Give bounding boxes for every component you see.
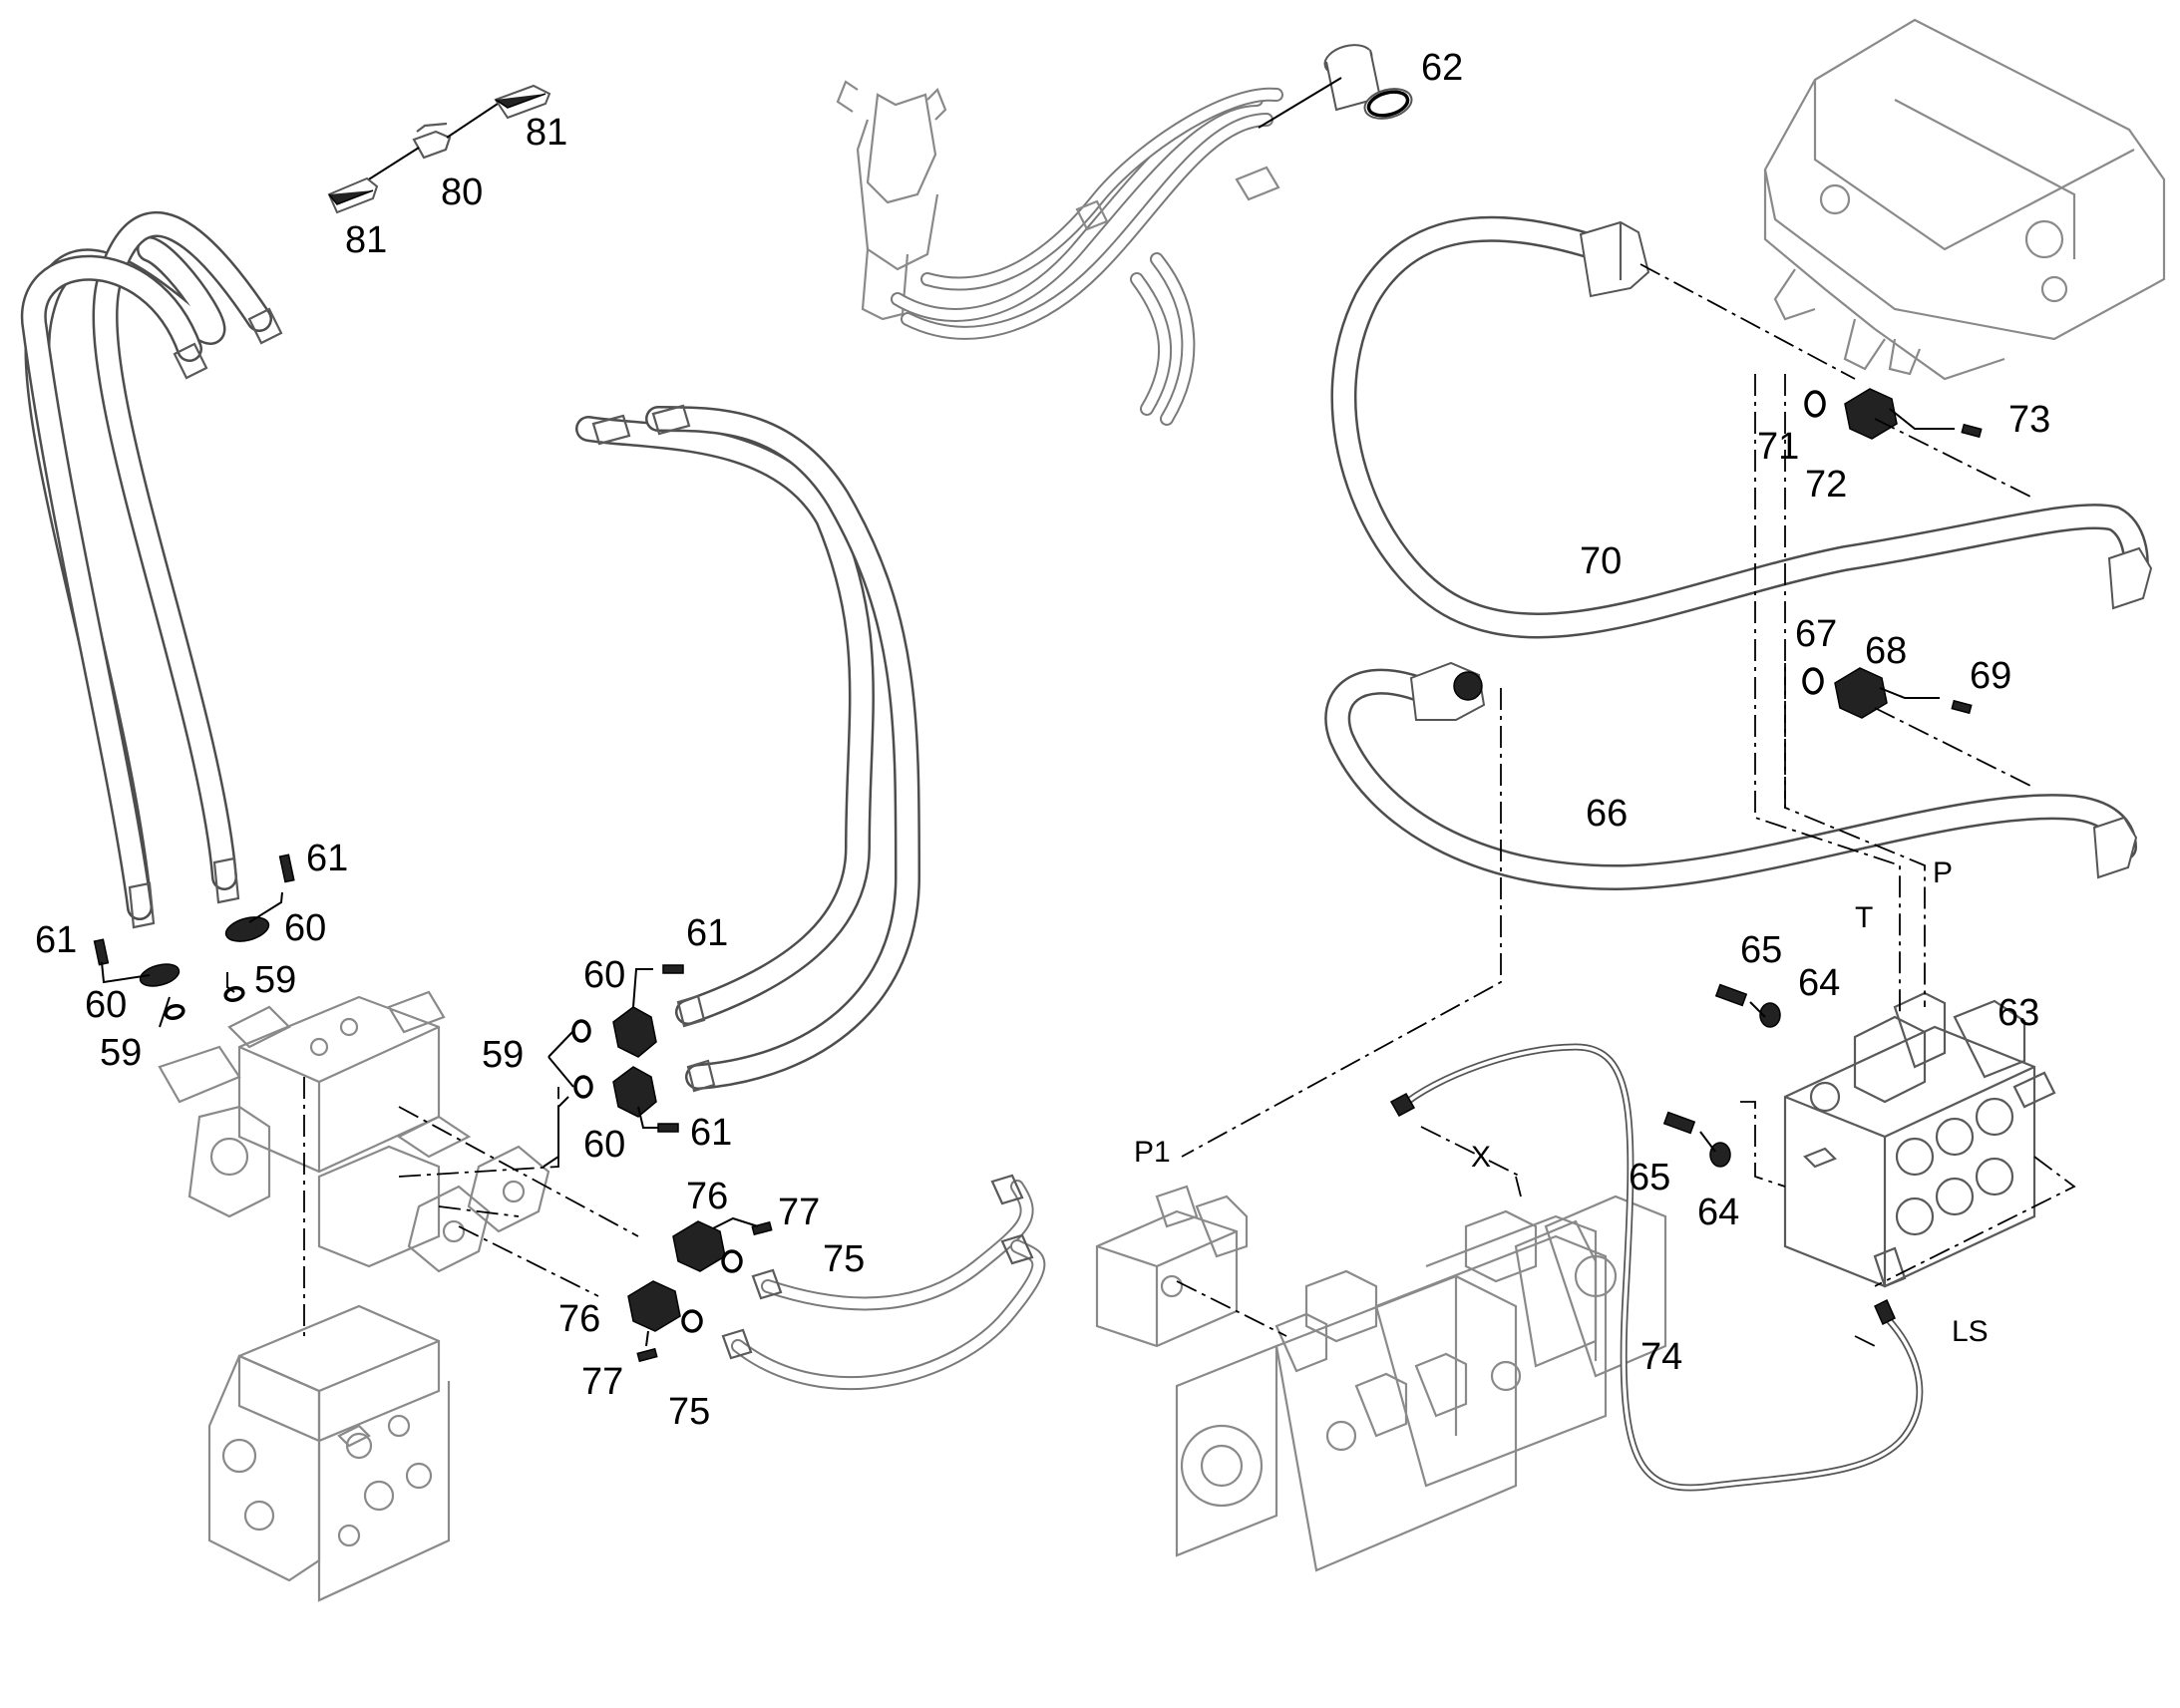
hose-pair-lower (721, 1174, 1046, 1391)
label-73: 73 (2008, 399, 2050, 441)
label-74: 74 (1640, 1336, 1682, 1378)
label-60-upper-left: 60 (284, 907, 326, 949)
label-61-middle-upper: 61 (686, 912, 728, 954)
port-label-X: X (1471, 1141, 1491, 1174)
label-68: 68 (1865, 630, 1907, 672)
joystick-harness (836, 80, 1283, 426)
label-60-middle-upper: 60 (583, 954, 625, 996)
fitting-set-middle (543, 964, 684, 1168)
connection-lines (303, 263, 2076, 1347)
bolt-washer-set-64-65 (1662, 983, 1781, 1168)
label-62: 62 (1421, 47, 1463, 89)
valve-block-p1 (1095, 1185, 1249, 1348)
connector-assembly-80 (363, 99, 505, 183)
wedge-part-81-upper (494, 84, 551, 120)
label-64-lower: 64 (1697, 1192, 1739, 1233)
flange-set-lower-right (1802, 667, 1973, 719)
label-61-upper-left: 61 (306, 838, 348, 879)
port-label-P: P (1933, 856, 1953, 889)
hose-pair-left (20, 211, 283, 929)
label-67: 67 (1795, 613, 1837, 655)
hose-70 (1330, 215, 2153, 639)
port-label-P1: P1 (1134, 1136, 1171, 1169)
part-labels: 62 81 80 81 73 71 72 70 67 68 69 66 P T … (35, 47, 2050, 1433)
ls-line-74 (1389, 1043, 1924, 1492)
label-72: 72 (1805, 464, 1847, 506)
flange-set-upper-right (1804, 388, 1983, 440)
valve-block-left-lower (207, 1304, 451, 1602)
label-76-upper: 76 (686, 1176, 728, 1217)
label-61-middle-lower: 61 (690, 1112, 732, 1154)
label-59-left: 59 (100, 1032, 142, 1074)
port-label-T: T (1855, 901, 1873, 934)
label-59-middle: 59 (482, 1034, 524, 1076)
valve-housing-top-right (1763, 18, 2166, 381)
label-81-upper: 81 (526, 112, 567, 154)
label-64-upper: 64 (1798, 962, 1840, 1004)
label-76-lower: 76 (558, 1298, 600, 1340)
label-80: 80 (441, 171, 483, 213)
label-75-upper: 75 (823, 1238, 865, 1280)
hydraulic-pump-assembly (1175, 1195, 1667, 1572)
valve-block-left-upper (158, 990, 472, 1268)
label-77-upper: 77 (778, 1192, 820, 1233)
label-65-lower: 65 (1629, 1157, 1670, 1198)
label-75-lower: 75 (668, 1391, 710, 1433)
label-60-middle-lower: 60 (583, 1124, 625, 1166)
label-66: 66 (1586, 793, 1628, 835)
sleeve-part-62 (1323, 44, 1413, 120)
label-81-lower: 81 (345, 219, 387, 261)
port-label-LS: LS (1952, 1315, 1989, 1348)
flange-adapter-left (407, 1145, 550, 1273)
label-60-left: 60 (85, 984, 127, 1026)
control-valve-63 (1783, 991, 2056, 1288)
wedge-part-81-lower (327, 176, 379, 214)
fitting-set-lower (627, 1216, 773, 1363)
label-70: 70 (1580, 540, 1622, 582)
hose-pair-middle (575, 404, 921, 1093)
fitting-set-left (93, 854, 295, 1028)
label-63: 63 (1998, 992, 2039, 1034)
label-77-lower: 77 (581, 1361, 623, 1403)
label-65-upper: 65 (1740, 929, 1782, 971)
label-71: 71 (1757, 426, 1799, 468)
label-59-upper-left: 59 (254, 959, 296, 1001)
label-69: 69 (1970, 655, 2011, 697)
label-61-left: 61 (35, 919, 77, 961)
hose-66 (1324, 661, 2138, 891)
